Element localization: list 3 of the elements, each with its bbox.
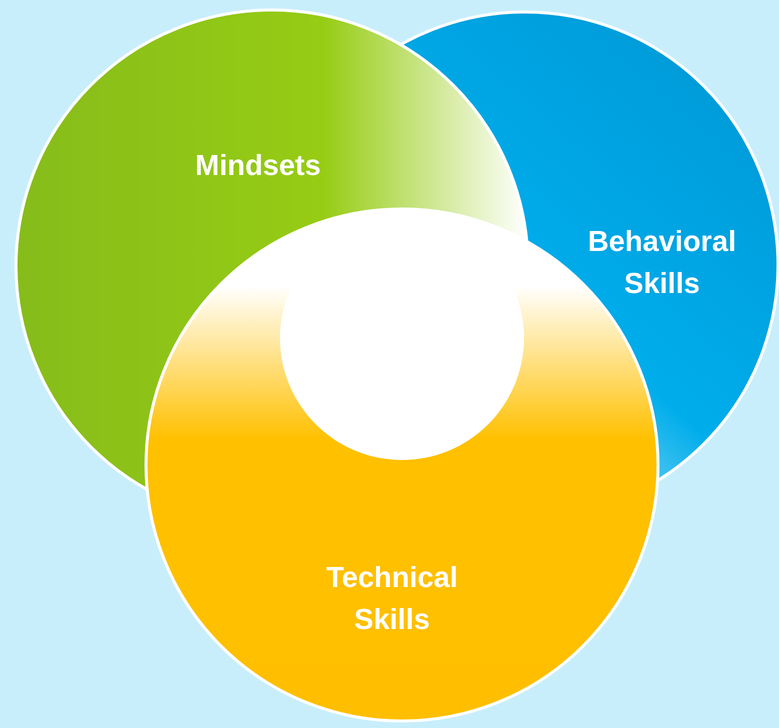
- segment-label: Behavioral Skills: [586, 225, 738, 302]
- segment-label: Technical Skills: [325, 561, 459, 638]
- segment-label: Mindsets: [194, 149, 322, 184]
